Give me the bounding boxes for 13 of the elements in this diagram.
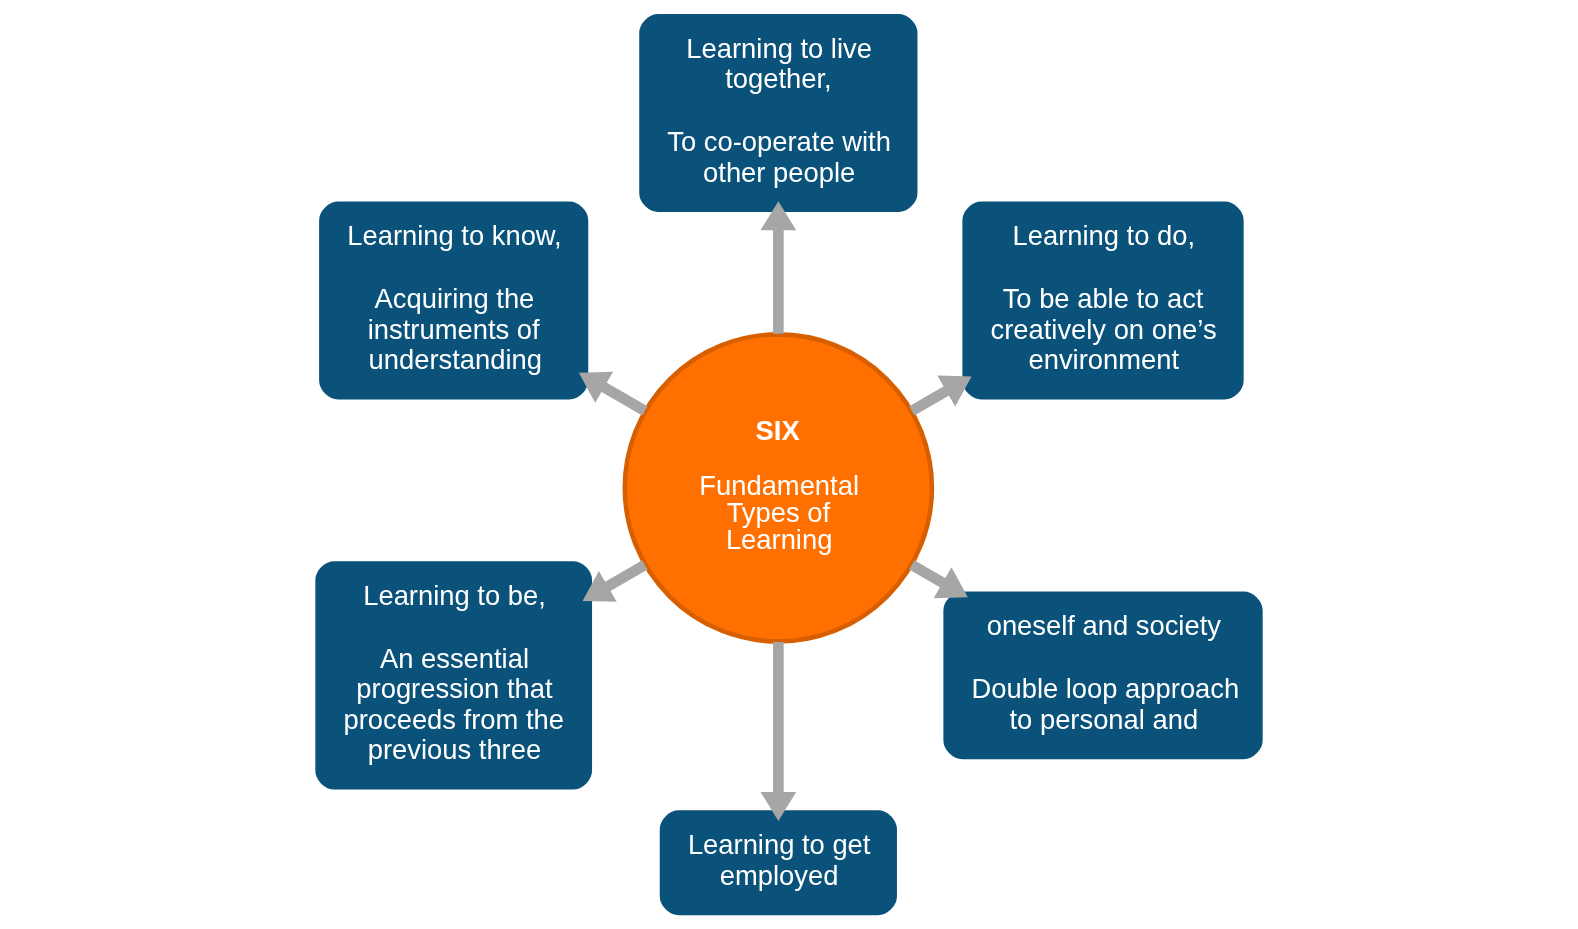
node-circle: SIX Fundamental Types of Learning — [622, 332, 935, 644]
node-box: Learning to know, Acquiring the instruments of understanding — [319, 201, 589, 400]
node-box: Learning to get employed — [659, 810, 897, 916]
arrow — [909, 560, 968, 599]
arrow — [909, 375, 972, 416]
arrow — [760, 642, 797, 822]
node-box: oneself and society Double loop approach to personal and — [943, 591, 1263, 760]
arrow — [578, 371, 648, 416]
node-box: Learning to be, An essential progression that proceeds from the previous three — [315, 561, 593, 790]
node-box: Learning to live together, To co-operate with other people — [639, 14, 918, 212]
arrow — [760, 201, 797, 334]
node-box: Learning to do, To be able to act creatively on one’s environment — [962, 201, 1244, 400]
arrow — [582, 560, 648, 602]
